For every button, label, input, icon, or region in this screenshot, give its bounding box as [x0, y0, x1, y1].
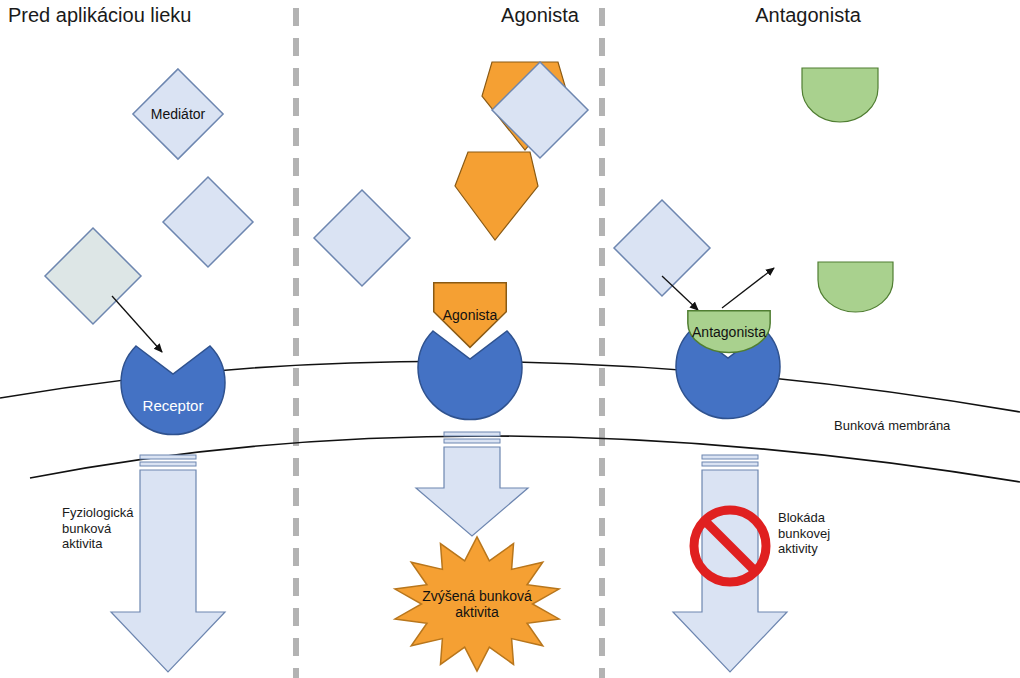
mediator-diamond	[314, 190, 410, 286]
panel-heading: Pred aplikáciou lieku	[8, 3, 288, 27]
node-text: Receptor	[143, 397, 204, 414]
agonist-pentagon	[455, 152, 538, 240]
node-text: Zvýšená bunková aktivita	[422, 588, 532, 620]
mediator-diamond	[492, 62, 588, 158]
panel-heading: Antagonista	[738, 3, 878, 27]
activity-arrow	[673, 455, 787, 672]
antagonist-shape	[818, 262, 893, 312]
antagonist-shape: Antagonista	[687, 310, 771, 354]
activity-arrow	[111, 455, 225, 672]
binding-arrow	[112, 296, 162, 352]
mediator-diamond	[163, 177, 253, 267]
node-text: Mediátor	[151, 106, 205, 122]
receptor-shape-outline	[118, 330, 228, 442]
activity-label: Fyziologická bunková aktivita	[62, 505, 138, 552]
binding-arrow	[662, 276, 698, 310]
mediator-diamond	[614, 200, 710, 296]
receptor-shape: Receptor	[118, 330, 228, 442]
membrane-label: Bunková membrána	[834, 418, 1014, 434]
activity-arrow	[416, 432, 528, 536]
node-text: Antagonista	[692, 324, 766, 340]
mediator-diamond: Mediátor	[132, 68, 224, 160]
agonist-pentagon: Agonista	[433, 282, 507, 348]
mediator-diamond	[45, 228, 141, 324]
panel-heading: Agonista	[470, 3, 610, 27]
antagonist-shape	[802, 68, 878, 122]
panel-divider	[599, 8, 605, 678]
activity-starburst: Zvýšená bunková aktivita	[392, 536, 562, 672]
block-sign	[694, 510, 766, 582]
repelled-arrow	[722, 268, 774, 308]
block-label: Blokáda bunkovej aktivity	[778, 510, 860, 557]
node-text: Agonista	[443, 307, 497, 323]
panel-divider	[293, 8, 299, 678]
